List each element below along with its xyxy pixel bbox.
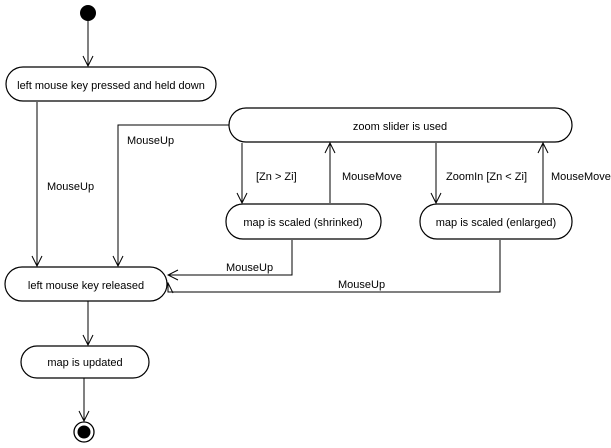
state-zoom: zoom slider is used: [228, 107, 573, 143]
label-shrink-to-zoom: MouseMove: [342, 171, 402, 183]
state-updated-label: map is updated: [47, 357, 122, 369]
state-released: left mouse key released: [4, 266, 168, 302]
edge-zoom-to-released: [118, 124, 229, 266]
label-shrink-to-released: MouseUp: [226, 262, 273, 274]
state-enlarge: map is scaled (enlarged): [419, 203, 573, 240]
state-released-label: left mouse key released: [28, 280, 144, 292]
label-pressed-to-released: MouseUp: [47, 181, 94, 193]
edge-shrink-to-released: [168, 240, 293, 275]
label-zoom-to-released: MouseUp: [127, 135, 174, 147]
state-shrink-label: map is scaled (shrinked): [243, 217, 362, 229]
label-enlarge-to-zoom: MouseMove: [551, 171, 611, 183]
state-pressed: left mouse key pressed and held down: [5, 66, 217, 102]
edge-enlarge-to-released: [168, 240, 501, 292]
final-node: [73, 421, 95, 443]
initial-node: [80, 5, 96, 21]
state-pressed-label: left mouse key pressed and held down: [17, 80, 205, 92]
state-shrink: map is scaled (shrinked): [225, 203, 382, 240]
state-updated: map is updated: [20, 345, 150, 379]
state-zoom-label: zoom slider is used: [353, 121, 447, 133]
label-zoom-to-enlarge: ZoomIn [Zn < Zi]: [446, 171, 527, 183]
label-enlarge-to-released: MouseUp: [338, 279, 385, 291]
state-enlarge-label: map is scaled (enlarged): [436, 217, 556, 229]
label-zoom-to-shrink: [Zn > Zi]: [256, 171, 297, 183]
